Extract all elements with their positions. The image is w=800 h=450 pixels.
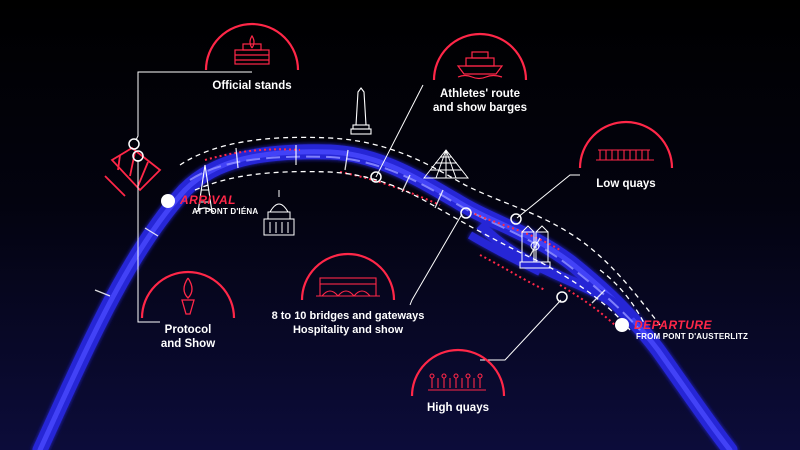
torch-icon — [181, 277, 195, 315]
departure-marker — [615, 318, 629, 332]
barge-icon — [456, 51, 504, 80]
bridge-icon — [316, 277, 380, 297]
protocol-show-dome — [140, 270, 236, 319]
low-quays-crowd-icon — [596, 149, 654, 161]
low-quays-label: Low quays — [596, 178, 656, 190]
arrival-stands-structure — [104, 146, 162, 197]
protocol-show-label: Protocol and Show — [160, 324, 216, 350]
arrival-title: ARRIVAL — [180, 193, 236, 207]
official-stands-dome — [204, 22, 300, 71]
high-quays-perimeter — [179, 136, 661, 331]
official-stands-label: Official stands — [212, 80, 292, 92]
departure-title: DEPARTURE — [634, 318, 713, 332]
stands-icon — [234, 34, 270, 65]
athletes-route-dome — [432, 32, 528, 81]
athletes-route-label: Athletes' route and show barges — [433, 88, 527, 114]
high-quays-crowd-icon — [428, 373, 486, 391]
seine-river — [32, 144, 738, 450]
notre-dame-icon — [519, 225, 551, 269]
departure-subtitle: FROM PONT D'AUSTERLITZ — [636, 332, 749, 341]
louvre-pyramid-icon — [422, 149, 470, 179]
high-quays-dome — [410, 348, 506, 397]
arrival-marker — [161, 194, 175, 208]
eiffel-tower-icon — [195, 164, 215, 213]
obelisk-icon — [350, 87, 372, 135]
bridges — [94, 145, 606, 304]
bridges-label: 8 to 10 bridges and gateways Hospitality… — [271, 310, 425, 336]
high-quays-label: High quays — [427, 402, 489, 414]
low-quays-markings — [204, 148, 621, 331]
barge-route — [189, 155, 641, 331]
arrival-subtitle: AT PONT D'IÉNA — [192, 207, 259, 216]
invalides-dome-icon — [263, 190, 295, 236]
low-quays-dome — [578, 120, 674, 169]
bridges-dome — [300, 252, 396, 301]
callout-markers — [128, 138, 568, 303]
